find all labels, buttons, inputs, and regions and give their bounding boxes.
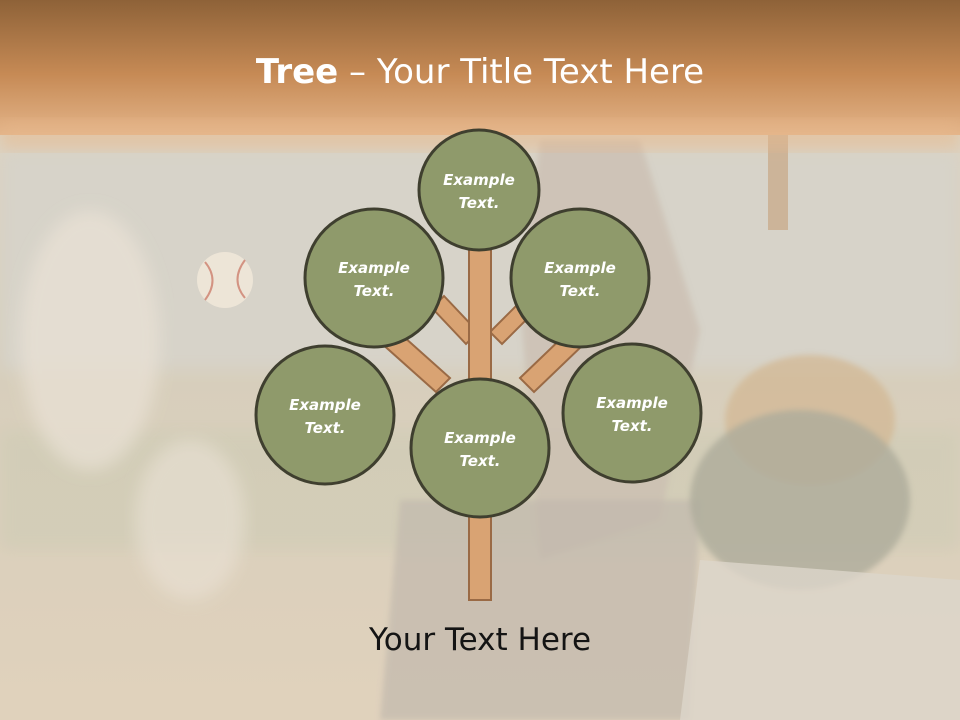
node-top: Example Text. bbox=[417, 128, 541, 252]
node-center: Example Text. bbox=[409, 377, 551, 519]
node-lower-left-line2: Text. bbox=[304, 419, 345, 437]
node-lower-left: Example Text. bbox=[254, 344, 396, 486]
node-top-line1: Example bbox=[443, 171, 515, 189]
node-lower-right-line1: Example bbox=[596, 394, 668, 412]
node-upper-right-line2: Text. bbox=[559, 282, 600, 300]
node-center-line2: Text. bbox=[459, 452, 500, 470]
node-center-line1: Example bbox=[444, 429, 516, 447]
title-rest: – Your Title Text Here bbox=[338, 52, 705, 92]
node-upper-right-line1: Example bbox=[544, 259, 616, 277]
node-lower-right: Example Text. bbox=[561, 342, 703, 484]
node-upper-left-line1: Example bbox=[338, 259, 410, 277]
node-top-line2: Text. bbox=[458, 194, 499, 212]
title-bold: Tree bbox=[255, 52, 339, 92]
node-upper-left-line2: Text. bbox=[353, 282, 394, 300]
slide-title: Tree – Your Title Text Here bbox=[0, 52, 960, 92]
node-upper-left: Example Text. bbox=[303, 207, 445, 349]
node-lower-right-line2: Text. bbox=[611, 417, 652, 435]
node-lower-left-line1: Example bbox=[289, 396, 361, 414]
footer-text: Your Text Here bbox=[368, 622, 592, 658]
node-upper-right: Example Text. bbox=[509, 207, 651, 349]
trunk-upper bbox=[468, 247, 492, 389]
